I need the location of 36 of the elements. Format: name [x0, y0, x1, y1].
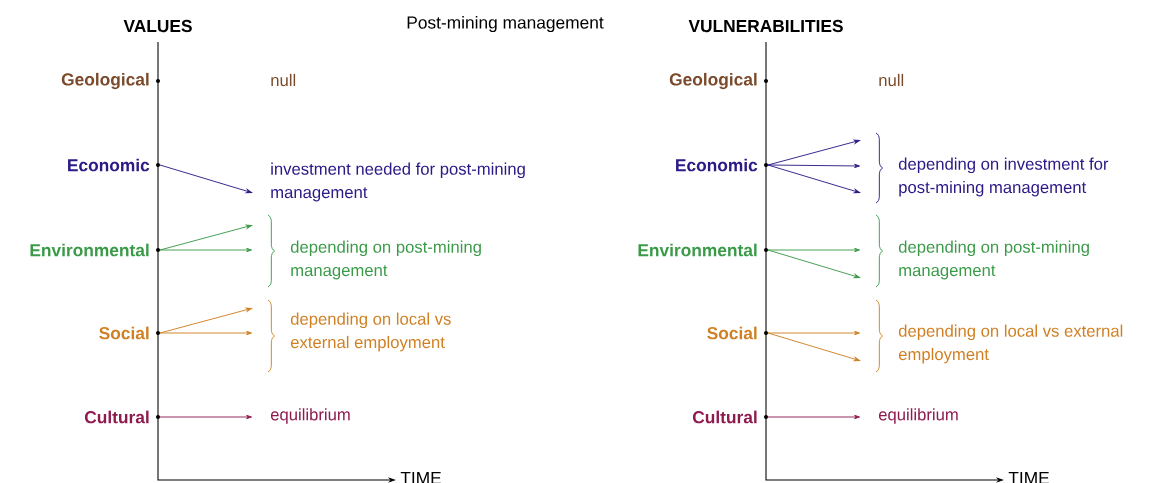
- category-label: Geological: [61, 72, 149, 90]
- outcome-text: depending on post-mining management: [898, 240, 1089, 280]
- arrow: [767, 330, 860, 336]
- outcome-text: null: [271, 73, 296, 87]
- arrow: [159, 330, 252, 336]
- category-label: Cultural: [84, 410, 149, 424]
- category-label: Social: [707, 326, 757, 340]
- outcome-text: null: [879, 73, 904, 87]
- arrow: [767, 414, 860, 420]
- category-label: Environmental: [638, 243, 757, 257]
- arrow: [767, 164, 861, 194]
- arrow: [767, 332, 861, 362]
- arrow: [767, 163, 860, 169]
- arrow: [159, 414, 252, 420]
- axis-title: VULNERABILITIES: [688, 19, 843, 33]
- outcome-text: investment needed for post-mining management: [271, 162, 525, 202]
- outcome-text: depending on local vs external employment: [290, 312, 451, 352]
- axis-title: VALUES: [123, 19, 192, 33]
- category-label: Economic: [676, 158, 758, 172]
- category-label: Geological: [669, 72, 757, 90]
- title: Post-mining management: [407, 15, 604, 33]
- outcome-text: equilibrium: [878, 408, 958, 424]
- outcome-text: equilibrium: [270, 408, 350, 424]
- axis-label: TIME: [400, 472, 441, 483]
- arrow: [159, 247, 252, 253]
- category-label: Social: [99, 326, 149, 340]
- category-label: Economic: [68, 158, 150, 172]
- axis-label: TIME: [1008, 472, 1049, 483]
- category-label: Cultural: [692, 410, 757, 424]
- outcome-text: depending on post-mining management: [290, 240, 481, 280]
- category-label: Environmental: [30, 243, 149, 257]
- outcome-text: depending on local vs external employment: [898, 324, 1123, 364]
- arrow: [767, 247, 860, 253]
- arrow: [767, 249, 861, 279]
- arrow: [159, 164, 253, 194]
- outcome-text: depending on investment for post-mining management: [898, 157, 1109, 197]
